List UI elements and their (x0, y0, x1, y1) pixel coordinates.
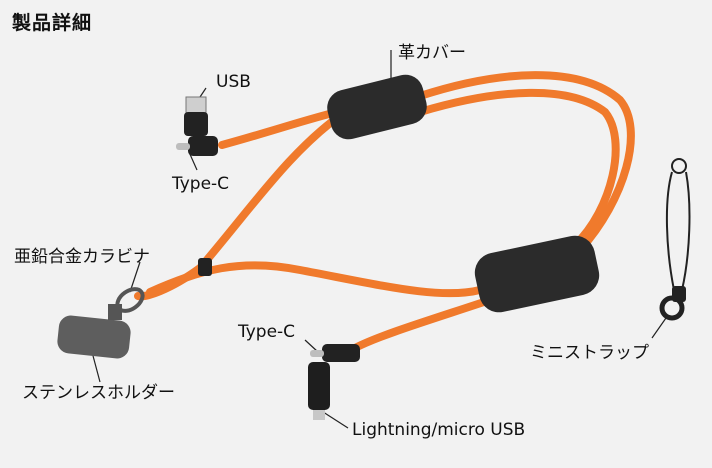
label-usb: USB (216, 72, 251, 92)
type-c-plug-bottom-icon (310, 350, 324, 357)
lightning-plug-icon (313, 410, 325, 420)
bottom-connector (308, 344, 360, 420)
mini-strap-loop (665, 171, 691, 291)
page-title: 製品詳細 (12, 12, 93, 34)
holder-tab (108, 304, 122, 320)
cord-outer-loop (416, 71, 635, 254)
label-stainless-holder: ステンレスホルダー (22, 383, 175, 403)
mini-strap-ring-icon (659, 295, 685, 321)
mini-strap-top (671, 158, 687, 174)
usb-housing (184, 112, 208, 136)
label-leather-cover: 革カバー (398, 43, 466, 63)
leather-cover-top (327, 74, 427, 140)
label-lightning-micro-usb: Lightning/micro USB (352, 420, 526, 440)
connector-body-bottom (322, 344, 360, 362)
leather-covers (327, 74, 600, 313)
usb-plug-icon (185, 96, 207, 114)
top-connector (176, 96, 218, 156)
connector-body-top (188, 136, 218, 156)
type-c-plug-top-icon (176, 143, 190, 150)
lanyard-cord (134, 71, 635, 352)
mini-strap (659, 158, 691, 321)
leader-mini-strap (651, 317, 667, 339)
leader-stainless-holder (91, 351, 101, 383)
label-type-c-bottom: Type-C (238, 322, 296, 342)
label-mini-strap: ミニストラップ (530, 343, 649, 363)
leader-lines (91, 50, 667, 429)
holder-plate (57, 315, 131, 359)
cord-bottom-connector (351, 296, 494, 352)
leather-cover-bottom (474, 235, 600, 313)
leader-carabiner (129, 261, 141, 293)
cord-middle (146, 261, 484, 298)
adapter-body (308, 362, 330, 410)
label-type-c-top: Type-C (172, 174, 230, 194)
cord-inner-loop (416, 88, 620, 249)
label-zinc-carabiner: 亜鉛合金カラビナ (14, 247, 150, 267)
cord-clip (198, 258, 212, 276)
stainless-holder (57, 304, 131, 359)
